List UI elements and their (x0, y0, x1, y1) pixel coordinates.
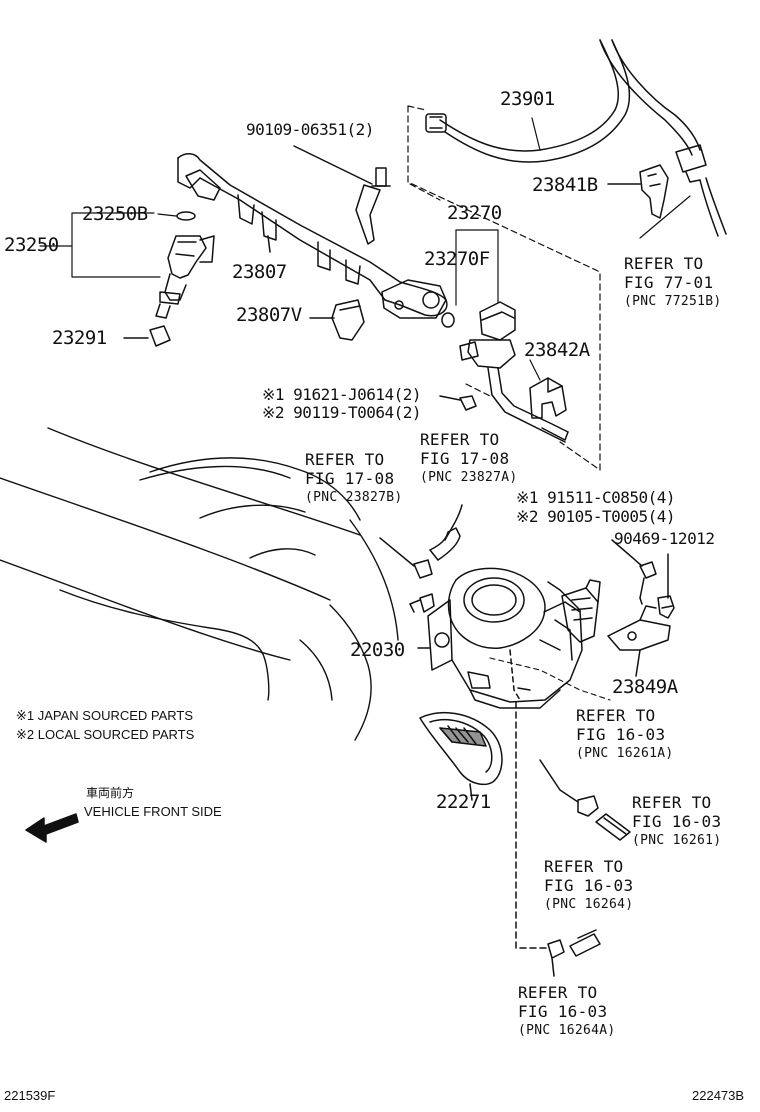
part-label-23841b: 23841B (532, 174, 598, 196)
grommet-23291 (123, 325, 171, 347)
refer-pnc: (PNC 23827A) (420, 470, 518, 485)
refer-line-2: FIG 17-08 (305, 469, 395, 488)
refer-line-1: REFER TO (518, 983, 598, 1002)
vehicle-front-side: VEHICLE FRONT SIDE (84, 804, 222, 819)
refer-to-fig-17-08-a[interactable]: REFER TO FIG 17-08 (PNC 23827A) (420, 430, 518, 487)
refer-pnc: (PNC 16264A) (518, 1023, 616, 1038)
injector-23250 (155, 211, 215, 319)
part-label-23270: 23270 (447, 202, 502, 224)
refer-line-2: FIG 17-08 (420, 449, 510, 468)
refer-line-2: FIG 77-01 (624, 273, 714, 292)
engine-outline (0, 427, 399, 741)
pressure-regulator-23270 (441, 229, 569, 443)
part-label-23250b: 23250B (82, 203, 148, 225)
refer-line-2: FIG 16-03 (576, 725, 666, 744)
note-local-sourced: ※2 LOCAL SOURCED PARTS (16, 727, 195, 742)
vehicle-front-jp: 車両前方 (86, 786, 135, 800)
part-label-23901: 23901 (500, 88, 555, 110)
refer-line-1: REFER TO (576, 706, 656, 725)
refer-to-fig-16-03-c[interactable]: REFER TO FIG 16-03 (PNC 16264) (544, 857, 633, 914)
refer-line-1: REFER TO (420, 430, 500, 449)
clip-90469 (657, 553, 675, 619)
refer-pnc: (PNC 16261) (632, 833, 722, 848)
part-label-23270f: 23270F (424, 248, 490, 270)
part-label-90469: 90469-12012 (614, 529, 715, 548)
refer-to-fig-16-03-a[interactable]: REFER TO FIG 16-03 (PNC 16261A) (576, 706, 674, 763)
refer-pnc: (PNC 16261A) (576, 746, 674, 761)
refer-to-fig-16-03-d[interactable]: REFER TO FIG 16-03 (PNC 16264A) (518, 983, 616, 1040)
part-label-22271: 22271 (436, 791, 491, 813)
note-japan-sourced: ※1 JAPAN SOURCED PARTS (16, 708, 194, 723)
part-label-91511: ※1 91511-C0850(4) (516, 488, 676, 507)
hose-16-03 (515, 701, 631, 977)
part-label-22030: 22030 (350, 639, 405, 661)
bracket-23250 (39, 212, 177, 278)
front-direction-arrow-icon (25, 813, 79, 843)
fuel-hose-23901 (425, 39, 727, 237)
refer-pnc: (PNC 23827B) (305, 490, 403, 505)
bracket-23842a (529, 377, 567, 419)
bolt-91621 (439, 395, 477, 411)
refer-to-fig-16-03-b[interactable]: REFER TO FIG 16-03 (PNC 16261) (632, 793, 721, 850)
refer-to-fig-17-08-b[interactable]: REFER TO FIG 17-08 (PNC 23827B) (305, 450, 403, 507)
throttle-body-22030 (409, 567, 611, 709)
part-label-90119: ※2 90119-T0064(2) (262, 403, 422, 422)
refer-pnc: (PNC 77251B) (624, 294, 722, 309)
part-label-23849a: 23849A (612, 676, 678, 698)
part-label-90109: 90109-06351(2) (246, 120, 374, 139)
footer-left-code: 221539F (4, 1088, 56, 1103)
refer-pnc: (PNC 16264) (544, 897, 634, 912)
footer-right-code: 222473B (692, 1088, 745, 1103)
bolt-91511 (611, 539, 657, 605)
stud-90109 (293, 145, 391, 245)
part-label-23250: 23250 (4, 234, 59, 256)
part-label-23842a: 23842A (524, 339, 590, 361)
refer-line-1: REFER TO (632, 793, 712, 812)
refer-line-2: FIG 16-03 (518, 1002, 608, 1021)
assembly-boundary (407, 105, 601, 471)
refer-line-2: FIG 16-03 (544, 876, 634, 895)
part-label-91621: ※1 91621-J0614(2) (262, 385, 422, 404)
bracket-23849a (607, 605, 671, 677)
clamp-23841b (607, 164, 669, 219)
refer-line-1: REFER TO (305, 450, 385, 469)
leader-lines (529, 117, 691, 381)
refer-to-fig-77-01[interactable]: REFER TO FIG 77-01 (PNC 77251B) (624, 254, 722, 311)
gasket-22271 (419, 711, 503, 801)
part-label-23807v: 23807V (236, 304, 302, 326)
delivery-pipe-23807 (177, 153, 448, 319)
refer-line-1: REFER TO (544, 857, 624, 876)
refer-line-2: FIG 16-03 (632, 812, 722, 831)
part-label-23291: 23291 (52, 327, 107, 349)
refer-line-1: REFER TO (624, 254, 704, 273)
hose-17-08 (379, 504, 463, 579)
part-label-23807: 23807 (232, 261, 287, 283)
part-label-90105: ※2 90105-T0005(4) (516, 507, 676, 526)
insulator-23807v (309, 299, 365, 341)
